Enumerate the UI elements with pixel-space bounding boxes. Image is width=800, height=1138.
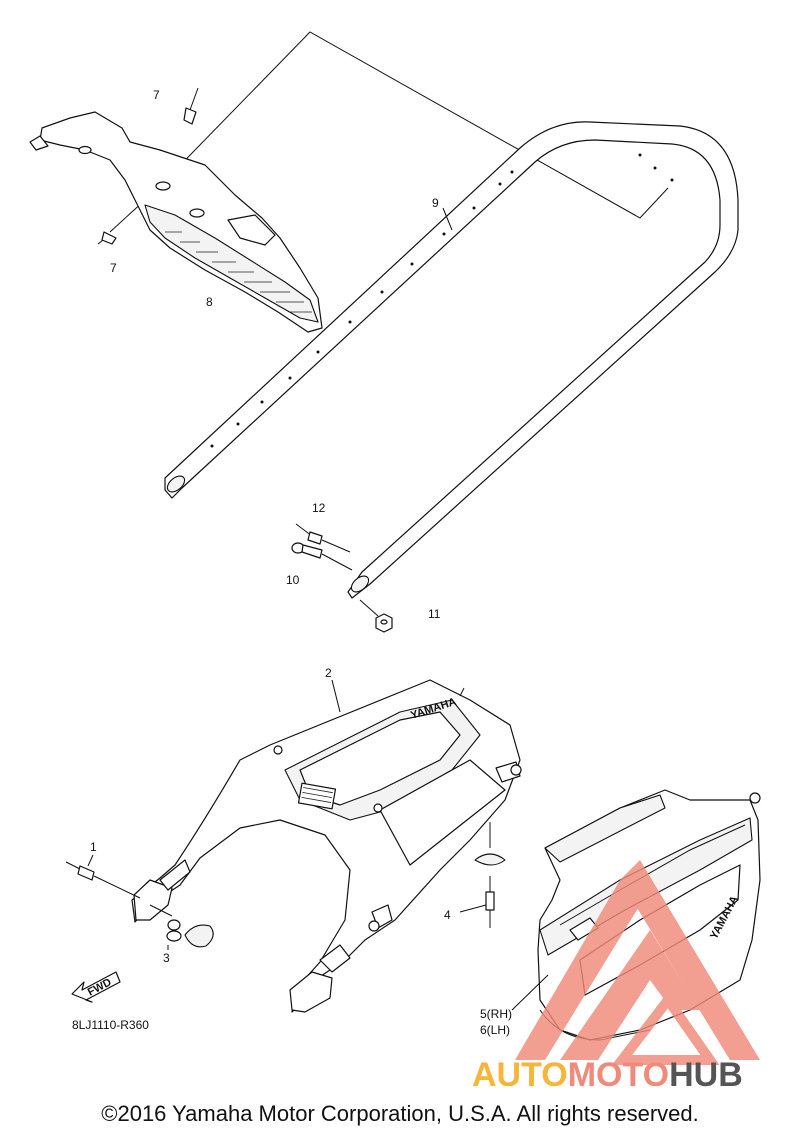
callout-10: 10	[286, 573, 300, 587]
callout-7-top: 7	[153, 88, 160, 102]
callout-8: 8	[206, 295, 213, 309]
part-8-rack-plate	[29, 111, 323, 333]
watermark-logo	[515, 860, 760, 1065]
copyright-notice: ©2016 Yamaha Motor Corporation, U.S.A. A…	[101, 1101, 699, 1126]
part-2-seat-cover	[131, 679, 522, 1013]
callout-12: 12	[312, 501, 326, 515]
callout-11: 11	[428, 607, 441, 621]
callout-6-lh: 6(LH)	[480, 1023, 510, 1037]
callout-4: 4	[444, 908, 451, 922]
fwd-arrow-icon: FWD	[71, 971, 121, 1003]
part-3-grommet	[149, 904, 214, 950]
fwd-label: FWD	[86, 976, 114, 998]
part-7-rivet-bottom	[97, 231, 117, 245]
diagram-code: 8LJ1110-R360	[72, 1018, 149, 1032]
part-12-pin	[295, 523, 351, 553]
part-7-rivet-top	[183, 87, 199, 125]
part-4-rivet	[459, 822, 506, 928]
callout-5-rh: 5(RH)	[480, 1007, 512, 1021]
callout-2: 2	[325, 666, 332, 680]
leader-9	[442, 207, 453, 231]
callout-3: 3	[163, 951, 170, 965]
callout-9: 9	[432, 196, 439, 210]
part-10-bolt	[291, 542, 353, 571]
watermark-text: AUTOMOTOHUB	[472, 1056, 743, 1094]
part-9-grab-bar	[164, 121, 739, 599]
callout-7-bottom: 7	[110, 261, 117, 275]
leader-2	[331, 679, 341, 713]
part-1-rivet	[65, 854, 141, 899]
part-11-nut	[359, 599, 393, 633]
leader-5-6	[511, 974, 549, 1011]
callout-1: 1	[90, 840, 97, 854]
